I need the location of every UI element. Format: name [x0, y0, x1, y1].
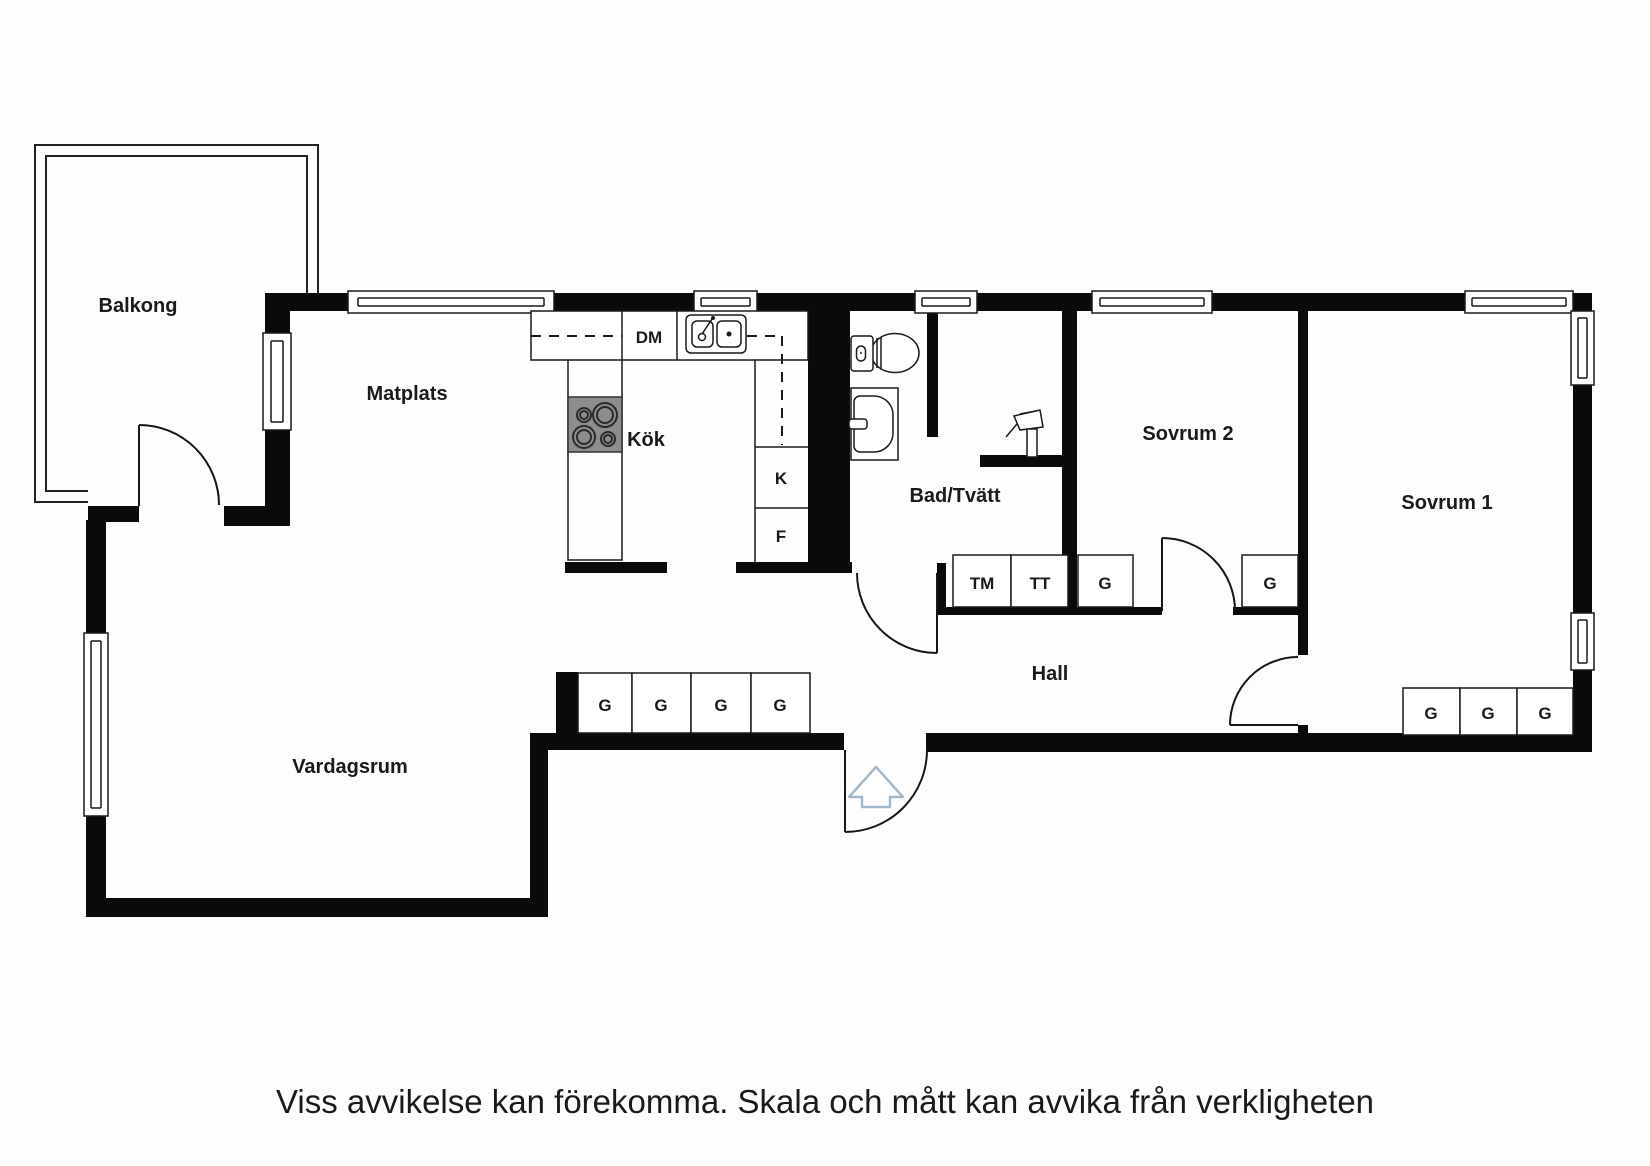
window-dining: [347, 290, 555, 314]
label-freezer: F: [776, 527, 786, 546]
wardrobe-box-bedroom1-1: [1402, 687, 1461, 736]
label-wardrobe-b2-right: G: [1263, 574, 1276, 593]
window-bedroom1-right-upper: [1570, 310, 1595, 386]
window-bath: [914, 290, 978, 314]
wardrobe-box-living-3: [690, 672, 752, 734]
label-wardrobe-b1-3: G: [1538, 704, 1551, 723]
window-bedroom1-top: [1464, 290, 1574, 314]
walls: [86, 293, 1592, 917]
label-wardrobe-lv-1: G: [598, 696, 611, 715]
bedroom1-door: [1229, 656, 1299, 726]
window-living: [83, 632, 109, 817]
window-bedroom2: [1091, 290, 1213, 314]
wardrobe-box-bedroom2-right: [1241, 554, 1299, 608]
bathroom-door: [856, 572, 938, 654]
entrance-door: [844, 749, 928, 833]
wardrobe-box-bedroom1-3: [1516, 687, 1574, 736]
label-bedroom2: Sovrum 2: [1142, 423, 1233, 445]
label-washer: TM: [970, 574, 995, 593]
label-wardrobe-lv-3: G: [714, 696, 727, 715]
label-wardrobe-lv-4: G: [773, 696, 786, 715]
label-dining: Matplats: [366, 383, 447, 405]
label-bath: Bad/Tvätt: [909, 485, 1000, 507]
label-dryer: TT: [1030, 574, 1051, 593]
wardrobe-box-living-4: [750, 672, 811, 734]
window-bedroom1-right-lower: [1570, 612, 1595, 671]
label-living: Vardagsrum: [292, 756, 408, 778]
label-wardrobe-b2-left: G: [1098, 574, 1111, 593]
disclaimer-text: Viss avvikelse kan förekomma. Skala och …: [276, 1083, 1374, 1120]
washbasin-icon: [848, 387, 899, 461]
sink-icon: [685, 314, 747, 354]
label-wardrobe-b1-1: G: [1424, 704, 1437, 723]
dryer-box: [1010, 554, 1069, 608]
wardrobe-box-living-1: [577, 672, 633, 734]
label-wardrobe-b1-2: G: [1481, 704, 1494, 723]
label-dishwasher: DM: [636, 328, 662, 347]
wardrobe-box-bedroom1-2: [1459, 687, 1518, 736]
shower-icon: [1005, 409, 1044, 458]
bedroom2-door: [1161, 537, 1236, 612]
wardrobe-box-bedroom2-left: [1077, 554, 1134, 608]
window-balcony-wall: [262, 332, 292, 431]
doors: [138, 424, 1299, 833]
label-hall: Hall: [1032, 663, 1069, 685]
entrance-arrow-icon: [847, 765, 905, 809]
toilet-icon: [850, 332, 920, 374]
upper-cabinet-dashes: [531, 335, 783, 445]
cabinet-boxes: [577, 554, 1574, 736]
window-kitchen: [693, 290, 758, 314]
label-kitchen: Kök: [627, 429, 666, 451]
balcony-door: [138, 424, 220, 506]
balcony-railing: [34, 144, 319, 503]
windows: [83, 290, 1595, 817]
label-fridge: K: [775, 469, 788, 488]
stove-icon: [567, 396, 623, 453]
label-bedroom1: Sovrum 1: [1401, 492, 1492, 514]
label-balcony: Balkong: [99, 295, 178, 317]
label-wardrobe-lv-2: G: [654, 696, 667, 715]
washer-box: [952, 554, 1012, 608]
